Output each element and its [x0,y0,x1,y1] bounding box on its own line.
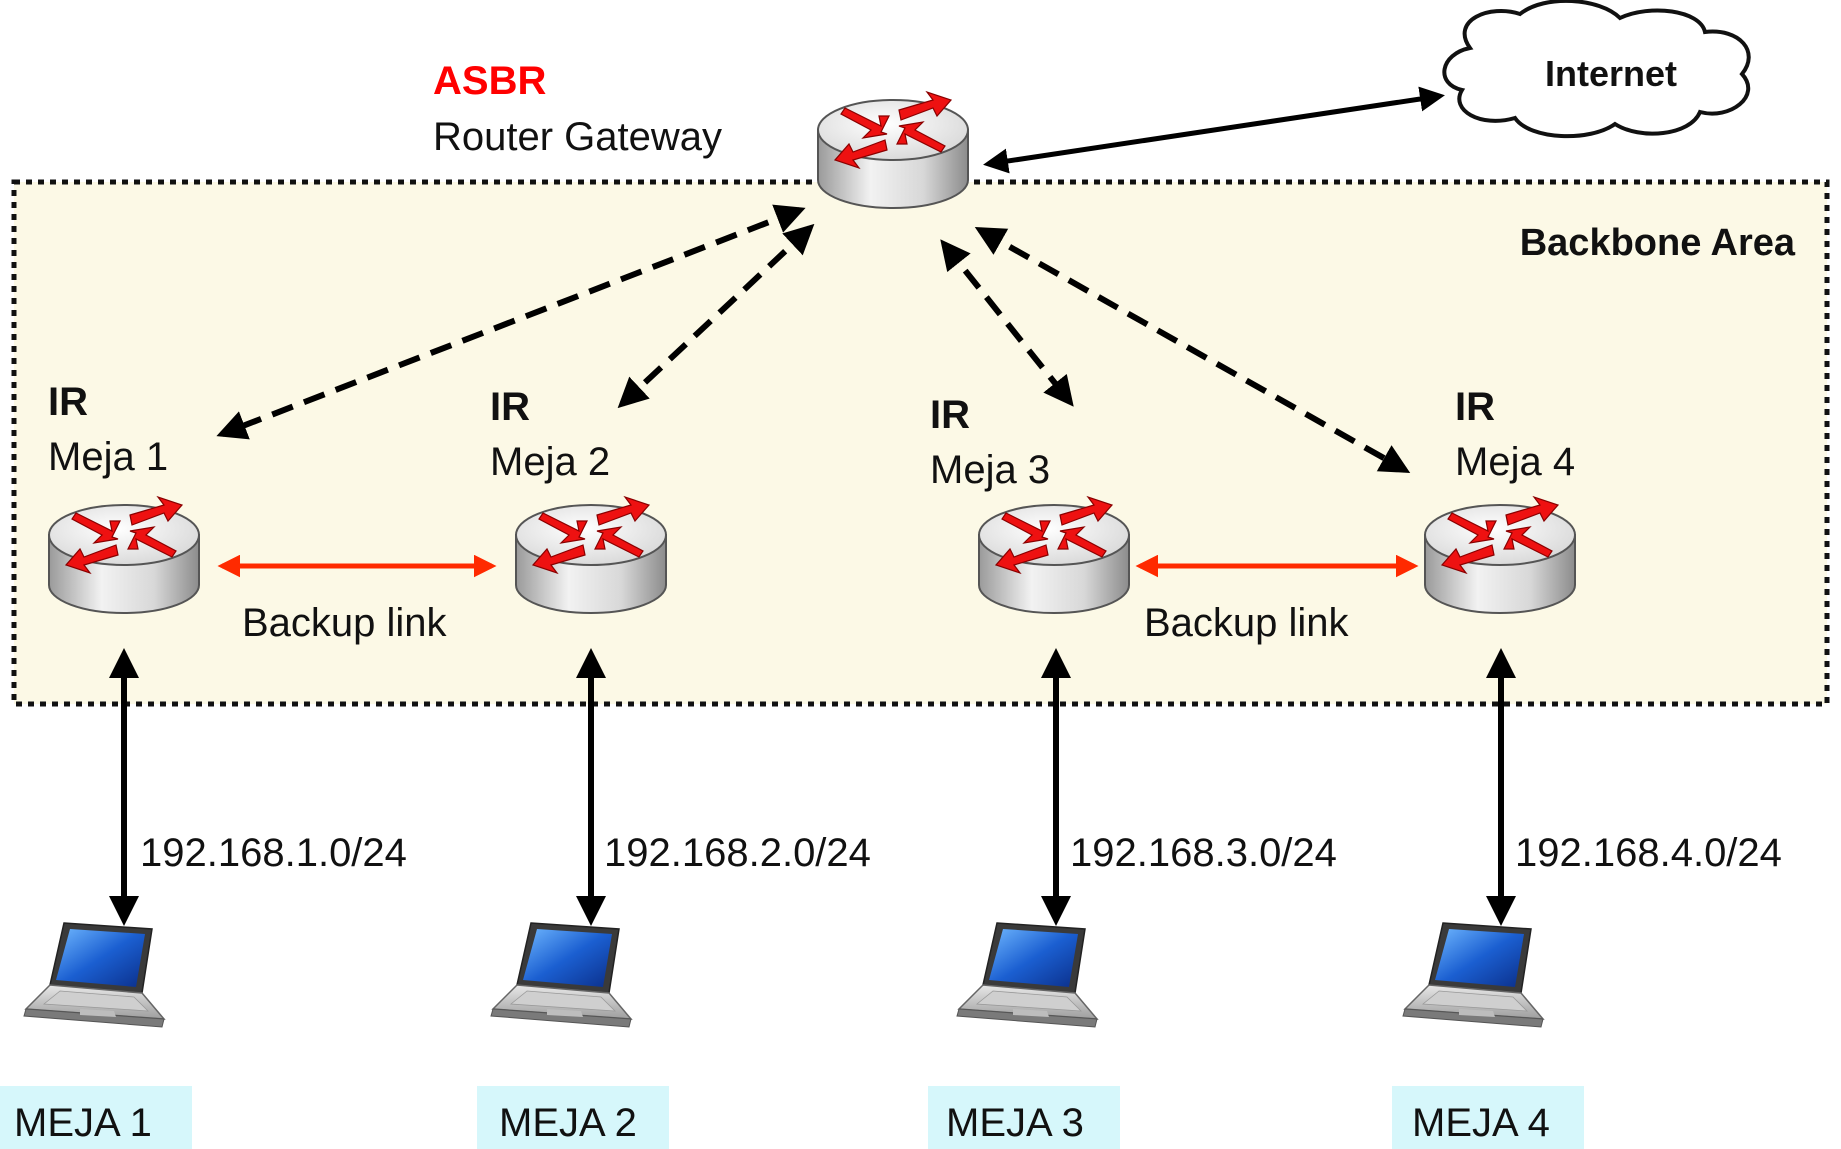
backup-link-3-4-label: Backup link [1144,601,1350,645]
internet-label: Internet [1545,53,1677,94]
pc-label-meja1: MEJA 1 [14,1101,152,1145]
subnet-meja4: 192.168.4.0/24 [1515,831,1782,875]
asbr-name-label: Router Gateway [433,115,722,159]
router-meja2-role: IR [490,385,530,429]
asbr-role-label: ASBR [433,59,546,103]
pc-label-meja2-bg [477,1086,669,1149]
router-meja2-icon [515,496,667,614]
backup-link-1-2-label: Backup link [242,601,448,645]
pc-label-meja1-bg [0,1086,192,1149]
pc-label-meja4-bg [1392,1086,1584,1149]
router-meja1-role: IR [48,380,88,424]
router-meja4-icon [1424,496,1576,614]
subnet-meja3: 192.168.3.0/24 [1070,831,1337,875]
subnet-meja2: 192.168.2.0/24 [604,831,871,875]
router-meja1-icon [48,496,200,614]
pc-label-meja3-bg [928,1086,1120,1149]
laptop-meja3-icon [956,922,1098,1028]
subnet-meja1: 192.168.1.0/24 [140,831,407,875]
internet-cloud-icon [1442,0,1751,139]
router-meja1-name: Meja 1 [48,435,168,479]
router-meja3-icon [978,496,1130,614]
router-meja3-role: IR [930,393,970,437]
laptop-meja1-icon [23,922,165,1028]
laptop-meja4-icon [1402,922,1544,1028]
pc-label-meja4: MEJA 4 [1412,1101,1550,1145]
router-meja2-name: Meja 2 [490,440,610,484]
router-meja3-name: Meja 3 [930,448,1050,492]
dashed-link-meja2 [617,223,815,409]
pc-label-meja3: MEJA 3 [946,1101,1084,1145]
asbr-router-icon [817,91,969,209]
laptop-meja2-icon [490,922,632,1028]
dashed-link-meja4 [974,227,1411,473]
router-meja4-name: Meja 4 [1455,440,1575,484]
internet-uplink [983,86,1445,174]
backbone-area-label: Backbone Area [1520,222,1796,264]
router-meja4-role: IR [1455,385,1495,429]
pc-label-meja2: MEJA 2 [499,1101,637,1145]
